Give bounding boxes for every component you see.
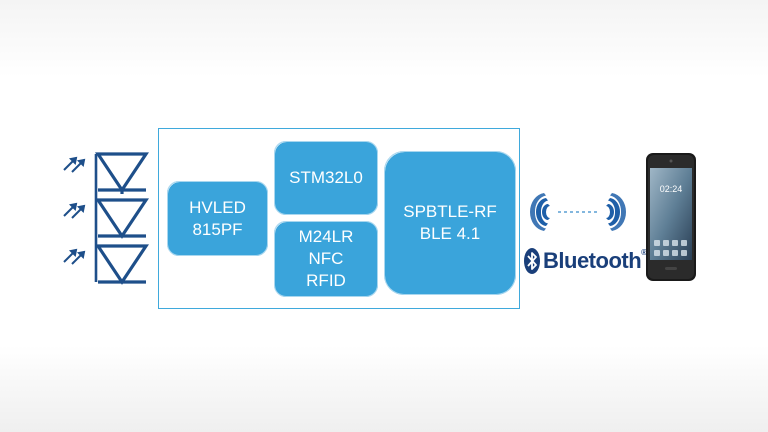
smartphone-icon: 02:24 [646,153,696,281]
bluetooth-logo: Bluetooth® [524,248,647,274]
led-icon [95,198,149,239]
light-emission-icon [63,248,86,265]
bluetooth-wordmark: Bluetooth® [543,248,647,273]
m24lr-label-line1: M24LR [298,227,354,246]
m24lr-label-line2: NFC [308,249,344,268]
stm32-label: STM32L0 [289,168,363,187]
light-emission-icon [63,202,86,219]
led-icon [95,152,149,194]
phone-clock: 02:24 [660,184,683,194]
spbtle-label-line1: SPBTLE-RF [403,202,497,221]
hvled-label-line1: HVLED [189,197,246,217]
led-array-icon [63,152,149,285]
m24lr-block: M24LR NFC RFID [274,221,378,297]
m24lr-label-line3: RFID [306,271,346,290]
stm32-block: STM32L0 [274,141,378,215]
bluetooth-icon [524,248,540,274]
hvled-block: HVLED 815PF [167,181,268,256]
spbtle-label-line2: BLE 4.1 [419,224,481,243]
spbtle-block: SPBTLE-RF BLE 4.1 [384,151,516,295]
wireless-signal-icon [529,193,627,231]
light-emission-icon [63,156,86,173]
hvled-label-line2: 815PF [192,219,243,239]
led-icon [95,244,149,285]
